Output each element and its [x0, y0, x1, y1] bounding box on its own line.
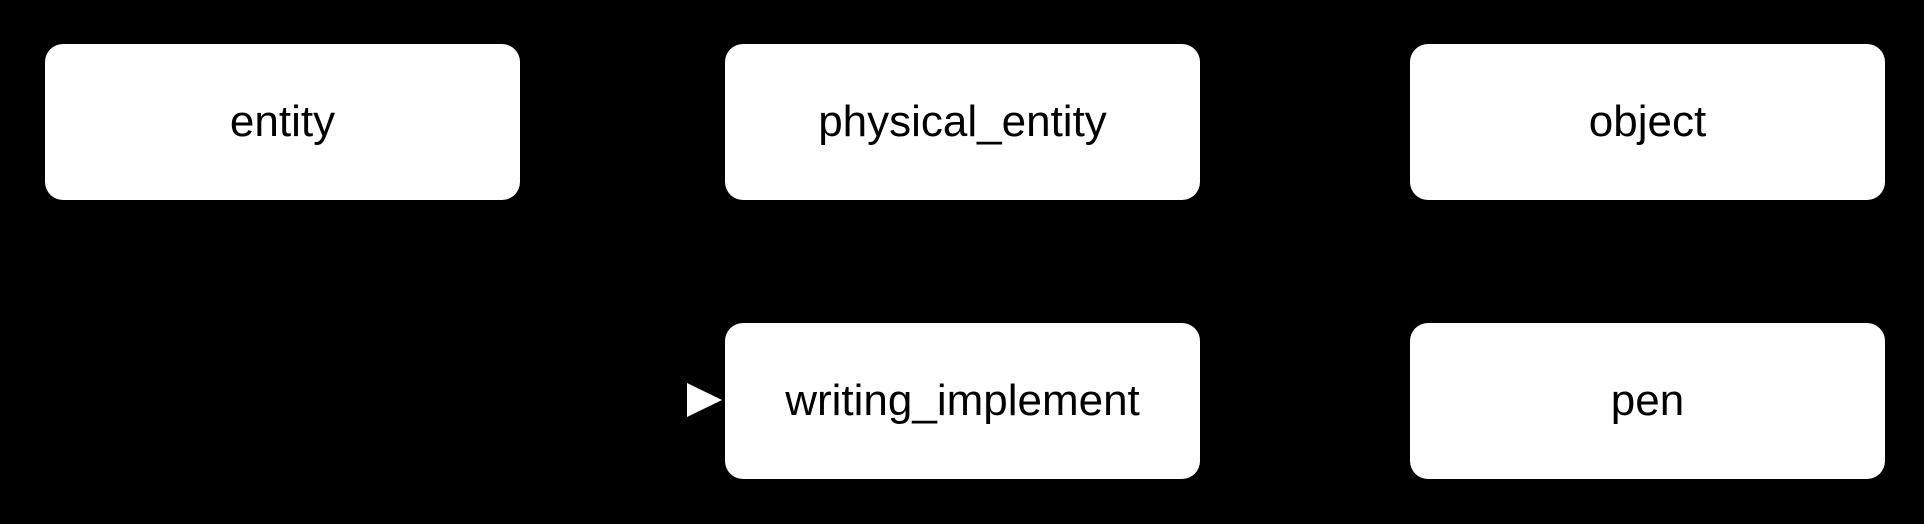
node-entity-label: entity — [229, 97, 336, 146]
node-physical-entity-label: physical_entity — [818, 97, 1107, 146]
node-physical-entity: physical_entity — [725, 44, 1200, 200]
node-object-label: object — [1588, 97, 1707, 146]
node-object: object — [1410, 44, 1885, 200]
node-writing-implement: writing_implement — [725, 323, 1200, 479]
node-pen: pen — [1410, 323, 1885, 479]
edge-arrowhead-icon — [687, 383, 722, 417]
node-pen-label: pen — [1610, 376, 1685, 425]
node-entity: entity — [45, 44, 520, 200]
node-writing-implement-label: writing_implement — [785, 376, 1140, 425]
